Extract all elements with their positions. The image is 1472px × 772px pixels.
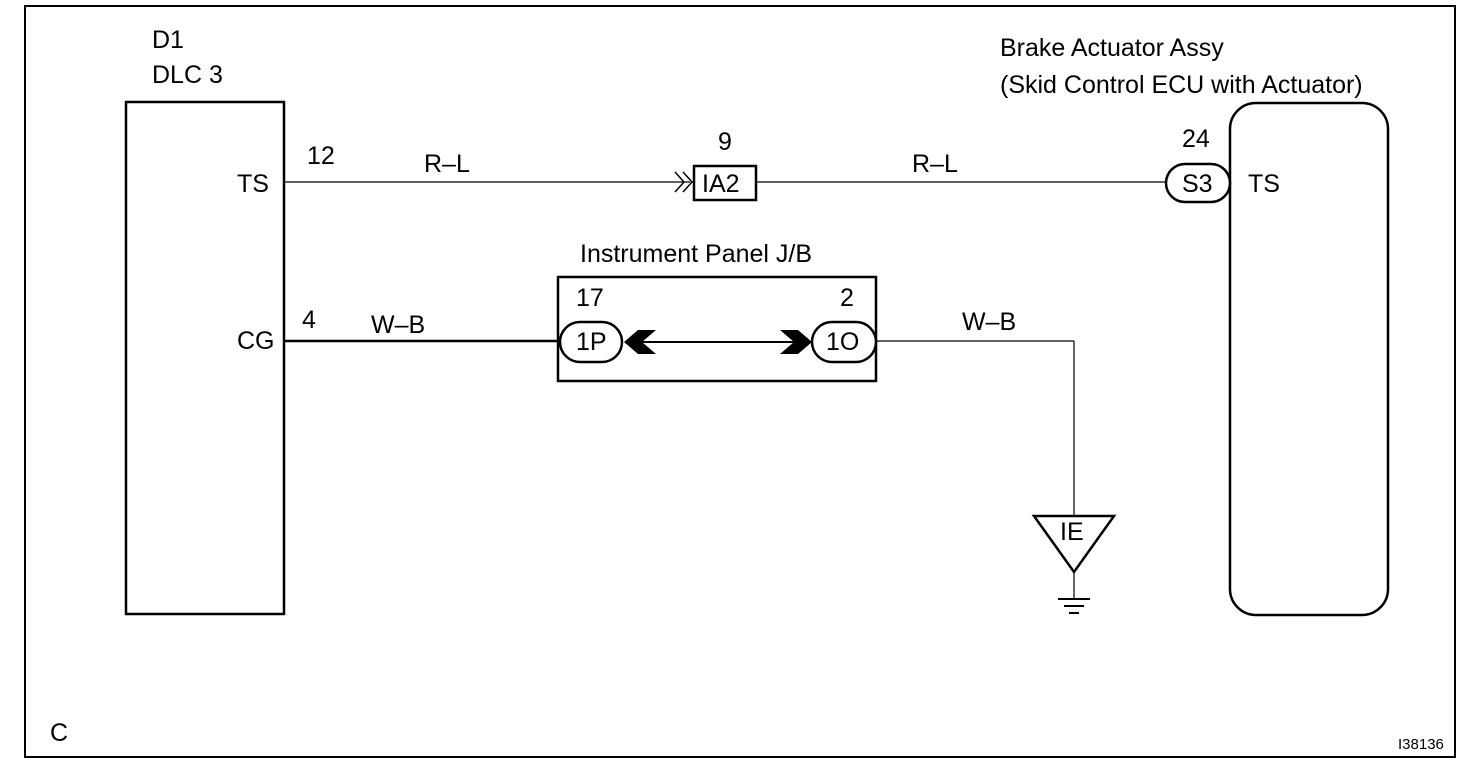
jb-left-pin-number: 17: [576, 284, 604, 312]
ts-circuit: 12 R–L 9 IA2 R–L: [284, 128, 1168, 202]
1p-connector-label: 1P: [576, 328, 607, 356]
actuator-pin-number: 24: [1182, 125, 1210, 153]
ground-point: IE: [1031, 514, 1117, 614]
dlc-body: [124, 100, 286, 616]
actuator-pin-ts-label: TS: [1248, 170, 1280, 198]
ts-pin-number: 12: [307, 142, 335, 170]
actuator-subtitle: (Skid Control ECU with Actuator): [1000, 71, 1363, 99]
diagram-frame: [24, 5, 1456, 758]
jb-right-pin-number: 2: [840, 284, 854, 312]
ts-wire-color-left: R–L: [424, 150, 470, 178]
dlc-ref-label: D1: [152, 26, 184, 54]
1p-connector-box: [558, 320, 624, 364]
ia2-pin-number: 9: [718, 128, 732, 156]
brake-actuator-assy: Brake Actuator Assy (Skid Control ECU wi…: [1000, 34, 1390, 617]
jb-body: [556, 275, 878, 383]
actuator-body: [1228, 101, 1390, 617]
jb-title: Instrument Panel J/B: [580, 240, 812, 268]
1o-connector-label: 1O: [826, 328, 859, 356]
cg-circuit: 4 W–B Instrument Panel J/B 17 1P 2 1O W–…: [284, 240, 1075, 516]
ia2-connector-label: IA2: [702, 170, 740, 198]
1o-connector-box: [810, 320, 878, 364]
actuator-title: Brake Actuator Assy: [1000, 34, 1224, 62]
chevron-connector-icon: [674, 171, 694, 193]
ts-wire-color-right: R–L: [912, 150, 958, 178]
s3-connector-box: [1164, 162, 1232, 204]
s3-connector-label: S3: [1182, 170, 1213, 198]
right-chevron-icon: [780, 330, 812, 354]
dlc3-connector: D1 DLC 3 TS CG: [124, 26, 286, 616]
dlc-name-label: DLC 3: [152, 61, 223, 89]
ground-label: IE: [1060, 518, 1084, 546]
ground-triangle: [1031, 514, 1117, 575]
cg-wire-color-left: W–B: [371, 311, 425, 339]
dlc-pin-ts-label: TS: [237, 170, 269, 198]
ia2-connector-box: [692, 164, 758, 202]
dlc-pin-cg-label: CG: [237, 327, 275, 355]
left-chevron-icon: [624, 330, 656, 354]
cg-pin-number: 4: [302, 306, 316, 334]
ground-icon: [1058, 598, 1090, 614]
cg-wire-color-right: W–B: [962, 308, 1016, 336]
corner-letter: C: [50, 719, 68, 747]
figure-id: I38136: [1398, 736, 1444, 753]
